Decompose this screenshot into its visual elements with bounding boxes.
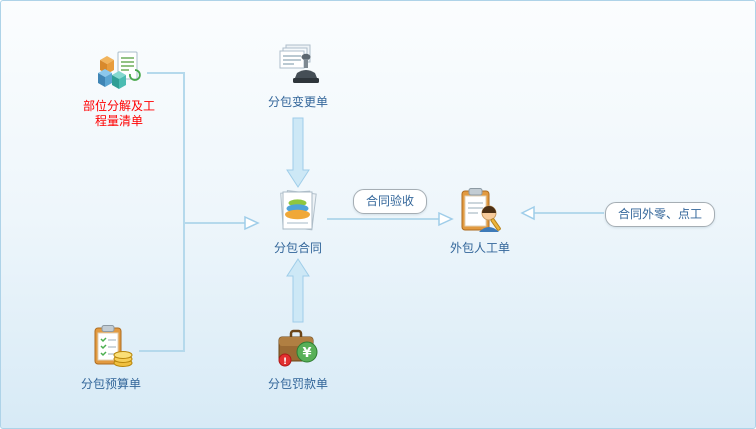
node-budget-order[interactable]: 分包预算单 (63, 323, 159, 392)
checklist-coins-icon (87, 323, 135, 371)
badge-extra-work[interactable]: 合同外零、点工 (605, 202, 716, 227)
briefcase-yen-warning-icon: ¥ ! (274, 323, 322, 371)
badge-contract-acceptance[interactable]: 合同验收 (353, 189, 428, 214)
node-boq[interactable]: 部位分解及工 程量清单 (71, 45, 167, 129)
node-fine-order-label: 分包罚款单 (267, 377, 328, 391)
svg-text:!: ! (283, 357, 287, 367)
node-budget-order-label: 分包预算单 (80, 377, 141, 391)
node-boq-label-line1: 部位分解及工 (82, 99, 155, 113)
node-change-order[interactable]: 分包变更单 (250, 41, 346, 110)
clipboard-person-icon (456, 187, 504, 235)
arrow-extra-to-labor (520, 205, 604, 221)
arrow-fine-to-contract (286, 258, 310, 323)
svg-text:¥: ¥ (302, 346, 311, 361)
node-change-order-label: 分包变更单 (267, 95, 328, 109)
node-contract[interactable]: 分包合同 (250, 187, 346, 256)
documents-stamp-icon (274, 41, 322, 89)
boq-boxes-checklist-icon (95, 45, 143, 93)
node-boq-label-line2: 程量清单 (94, 114, 143, 128)
node-labor-order[interactable]: 外包人工单 (432, 187, 528, 256)
node-boq-label: 部位分解及工 程量清单 (83, 99, 155, 129)
layered-contract-icon (274, 187, 322, 235)
arrow-change-to-contract (286, 117, 310, 188)
node-contract-label: 分包合同 (273, 241, 322, 255)
node-fine-order[interactable]: ¥ ! 分包罚款单 (250, 323, 346, 392)
node-labor-order-label: 外包人工单 (449, 241, 510, 255)
